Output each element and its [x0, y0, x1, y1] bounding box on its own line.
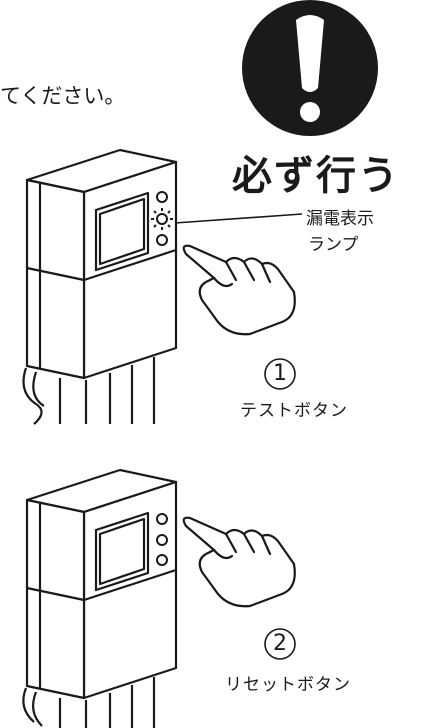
pointing-hand-icon-2 [182, 516, 296, 608]
indicator-lamps-1 [156, 191, 168, 246]
lamp-leader-line [174, 213, 303, 224]
instruction-text: てください。 [0, 84, 126, 108]
reset-button-caption: リセットボタン [225, 675, 351, 695]
pointing-hand-icon-1 [182, 244, 296, 336]
step-2-number: 2 [273, 631, 287, 656]
step-2-circle [264, 628, 296, 660]
breaker-box-2 [22, 468, 178, 728]
step-1-number: 1 [273, 361, 287, 386]
leak-indicator-label-line1: 漏電表示 [306, 209, 374, 229]
breaker-box-1 [22, 148, 178, 425]
step-1-circle [264, 358, 296, 390]
leak-indicator-label-line2: ランプ [308, 235, 359, 255]
exclamation-icon [242, 0, 378, 136]
indicator-lamps-2 [156, 513, 168, 566]
test-button-caption: テストボタン [240, 401, 348, 421]
leak-indicator-lamp-icon [151, 208, 173, 230]
must-do-label: 必ず行う [232, 153, 400, 199]
